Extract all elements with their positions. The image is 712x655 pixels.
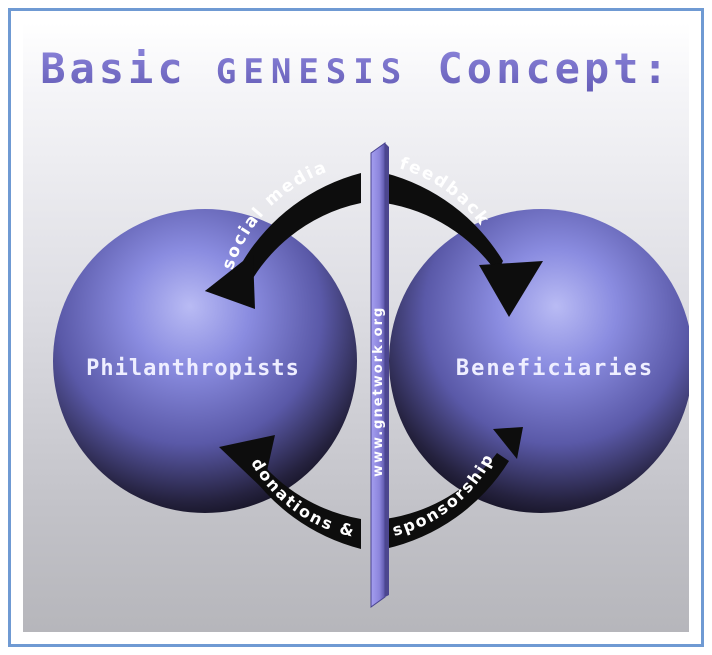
diagram-frame: Basic GENESIS Concept: Philanthropists B… xyxy=(8,8,704,647)
feedback-arrow xyxy=(385,173,503,273)
donations-arrowhead xyxy=(219,435,275,489)
center-divider-edge xyxy=(385,143,389,597)
philanthropists-sphere xyxy=(53,209,357,513)
concept-diagram: Basic GENESIS Concept: Philanthropists B… xyxy=(40,44,689,608)
diagram-panel: Basic GENESIS Concept: Philanthropists B… xyxy=(23,23,689,632)
website-url: www.gnetwork.org xyxy=(371,306,386,477)
beneficiaries-label: Beneficiaries xyxy=(456,356,654,381)
diagram-title: Basic GENESIS Concept: xyxy=(40,44,672,93)
donations-arrow xyxy=(243,455,361,549)
philanthropists-label: Philanthropists xyxy=(86,356,300,381)
sponsorship-arrowhead xyxy=(493,427,523,459)
beneficiaries-sphere xyxy=(389,209,689,513)
sponsorship-arrow xyxy=(385,453,509,549)
social-media-arrowhead xyxy=(205,255,255,309)
feedback-arrowhead xyxy=(479,261,543,317)
